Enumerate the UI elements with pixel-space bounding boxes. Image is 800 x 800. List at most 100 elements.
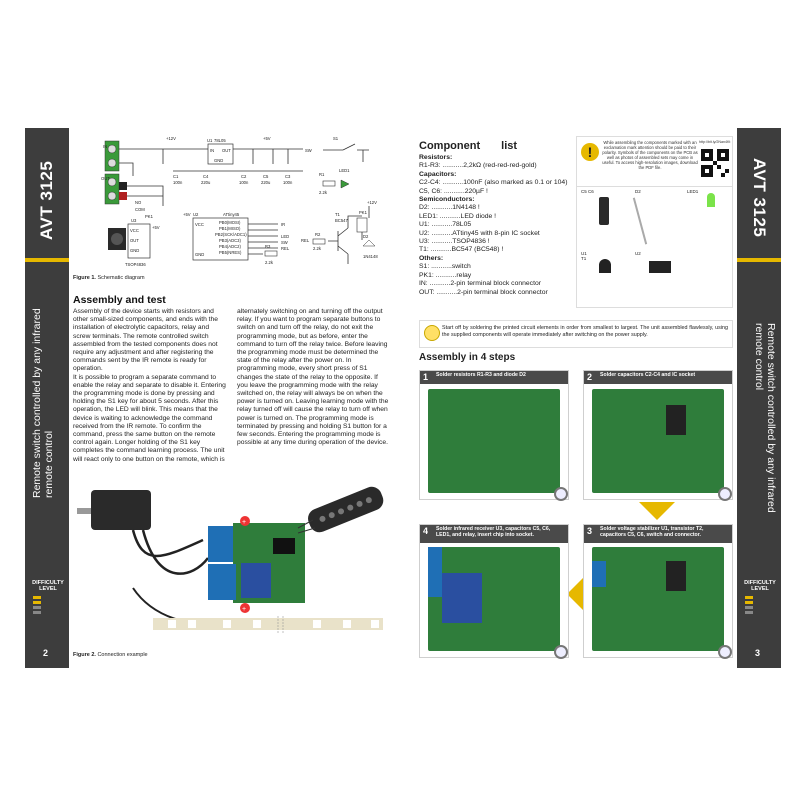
right-difficulty-meter: [745, 596, 753, 614]
component-item: R1-R3: ...........2,2kΩ (red-red-red-gol…: [419, 162, 537, 170]
step-1-header: 1 Solder resistors R1-R3 and diode D2: [420, 371, 568, 384]
lightbulb-icon: [424, 325, 440, 341]
figure1-caption-label: Figure 1.: [73, 275, 96, 281]
photo-label-u2: U2: [635, 251, 641, 256]
svg-text:OUT: OUT: [130, 238, 139, 243]
svg-text:U3: U3: [131, 218, 137, 223]
svg-text:U1: U1: [207, 138, 213, 143]
arrow-down-icon: [639, 502, 675, 520]
svg-text:IN: IN: [210, 148, 214, 153]
svg-text:BC547: BC547: [335, 218, 348, 223]
diode-photo: [632, 197, 648, 245]
component-group-heading: Resistors:: [419, 154, 453, 161]
svg-text:C3: C3: [285, 174, 291, 179]
svg-text:GND: GND: [195, 252, 204, 257]
svg-text:COM: COM: [135, 207, 145, 212]
svg-text:78L05: 78L05: [214, 138, 226, 143]
led-strip-photo: [153, 618, 383, 630]
step-1: 1 Solder resistors R1-R3 and diode D2: [419, 370, 569, 501]
right-difficulty-label: DIFFICULTY LEVEL: [744, 580, 776, 592]
step-3-header: 3 Solder voltage stabilizer U1, transist…: [584, 525, 732, 543]
step-3-magnifier-icon[interactable]: [718, 645, 732, 659]
photo-label-u1t1: U1 T1: [581, 251, 587, 261]
svg-text:IR: IR: [281, 222, 285, 227]
step-1-number: 1: [423, 372, 429, 382]
component-item: U1: ...........78L05: [419, 221, 472, 229]
paragraph-column-1: Assembly of the device starts with resis…: [73, 308, 226, 463]
svg-text:+5V: +5V: [152, 225, 160, 230]
right-sidebar-divider: [737, 258, 781, 262]
assembly-title: Assembly in 4 steps: [419, 352, 516, 363]
svg-text:REL: REL: [281, 246, 290, 251]
svg-text:PB2(SCK/ADC1): PB2(SCK/ADC1): [215, 232, 247, 237]
paragraph-column-2: alternately switching on and turning off…: [237, 308, 389, 447]
left-difficulty-meter: [33, 596, 41, 614]
step-4-magnifier-icon[interactable]: [554, 645, 568, 659]
qr-url: http://bit.ly/2Nan4Kt: [699, 140, 731, 144]
svg-text:2.2k: 2.2k: [313, 246, 322, 251]
svg-text:+5V: +5V: [183, 212, 191, 217]
component-item: C5, C6: ...........220µF !: [419, 187, 488, 195]
assembly-test-title: Assembly and test: [73, 294, 166, 306]
svg-text:GND: GND: [214, 158, 223, 163]
u3-box: [127, 223, 151, 259]
svg-text:+5V: +5V: [263, 136, 271, 141]
step-2: 2 Solder capacitors C2-C4 and IC socket: [583, 370, 733, 501]
svg-text:2.2k: 2.2k: [265, 260, 274, 265]
right-page: Component list Resistors:R1-R3: ........…: [401, 128, 791, 668]
component-group-heading: Others:: [419, 254, 444, 262]
svg-text:+12V: +12V: [367, 200, 377, 205]
step-3-number: 3: [587, 526, 593, 536]
svg-text:OUT: OUT: [101, 176, 110, 181]
svg-text:C2: C2: [241, 174, 247, 179]
step-2-pcb: [592, 389, 724, 493]
left-sidebar-title-band: [25, 128, 69, 256]
svg-text:U2: U2: [193, 212, 199, 217]
left-page: AVT 3125 Remote switch controlled by any…: [9, 128, 399, 668]
svg-text:PK1: PK1: [145, 214, 154, 219]
svg-text:1N4148: 1N4148: [363, 254, 378, 259]
svg-text:REL: REL: [301, 238, 310, 243]
step-1-pcb: [428, 389, 560, 493]
component-group-heading: Semiconductors:: [419, 196, 475, 204]
step-4-header: 4 Solder infrared receiver U3, capacitor…: [420, 525, 568, 543]
photo-label-led1: LED1: [687, 189, 699, 194]
step-1-magnifier-icon[interactable]: [554, 487, 568, 501]
out-connector-photo: [208, 564, 236, 600]
component-list: Resistors:R1-R3: ...........2,2kΩ (red-r…: [419, 154, 589, 297]
tip-text: Start off by soldering the printed circu…: [442, 325, 728, 338]
tip-box: Start off by soldering the printed circu…: [419, 320, 733, 348]
right-page-number: 3: [755, 648, 761, 658]
svg-text:R1: R1: [319, 172, 325, 177]
left-sidebar-subtitle: Remote switch controlled by any infrared…: [31, 298, 55, 498]
photo-label-d2: D2: [635, 189, 641, 194]
svg-text:+12V: +12V: [166, 136, 176, 141]
svg-text:100n: 100n: [283, 180, 293, 185]
svg-text:LED1: LED1: [339, 168, 350, 173]
ic-photo: [649, 261, 671, 273]
photo-label-c5c6: C5 C6: [581, 189, 594, 194]
schematic-diagram: IN OUT NO COM PK1 +12V +5V 78L05 U1 IN O…: [101, 136, 378, 267]
svg-text:100n: 100n: [173, 180, 183, 185]
svg-text:LED: LED: [281, 234, 289, 239]
component-list-body: Resistors:R1-R3: ...........2,2kΩ (red-r…: [419, 154, 589, 297]
step-3: 3 Solder voltage stabilizer U1, transist…: [583, 524, 733, 659]
svg-text:PB1(MISO): PB1(MISO): [219, 226, 241, 231]
ir-remote-photo: [308, 486, 384, 533]
step-3-connector: [592, 561, 606, 587]
svg-text:+: +: [242, 606, 246, 613]
svg-text:PB5(NRES): PB5(NRES): [219, 250, 242, 255]
svg-text:S1: S1: [333, 136, 339, 141]
sch-label-in: IN: [103, 144, 107, 149]
u2-box: [192, 217, 249, 261]
svg-text:VCC: VCC: [195, 222, 204, 227]
svg-text:PK1: PK1: [359, 210, 368, 215]
step-2-text: Solder capacitors C2-C4 and IC socket: [600, 372, 696, 378]
step-2-magnifier-icon[interactable]: [718, 487, 732, 501]
step-2-ic-socket: [666, 405, 686, 435]
power-adapter: [91, 490, 151, 530]
component-group-heading: Capacitors:: [419, 170, 457, 178]
svg-text:D2: D2: [363, 234, 369, 239]
component-photos: C5 C6 D2 LED1 U1 T1 U2: [576, 186, 733, 308]
left-sidebar-subtitle-text: Remote switch controlled by any infrared…: [31, 308, 55, 498]
